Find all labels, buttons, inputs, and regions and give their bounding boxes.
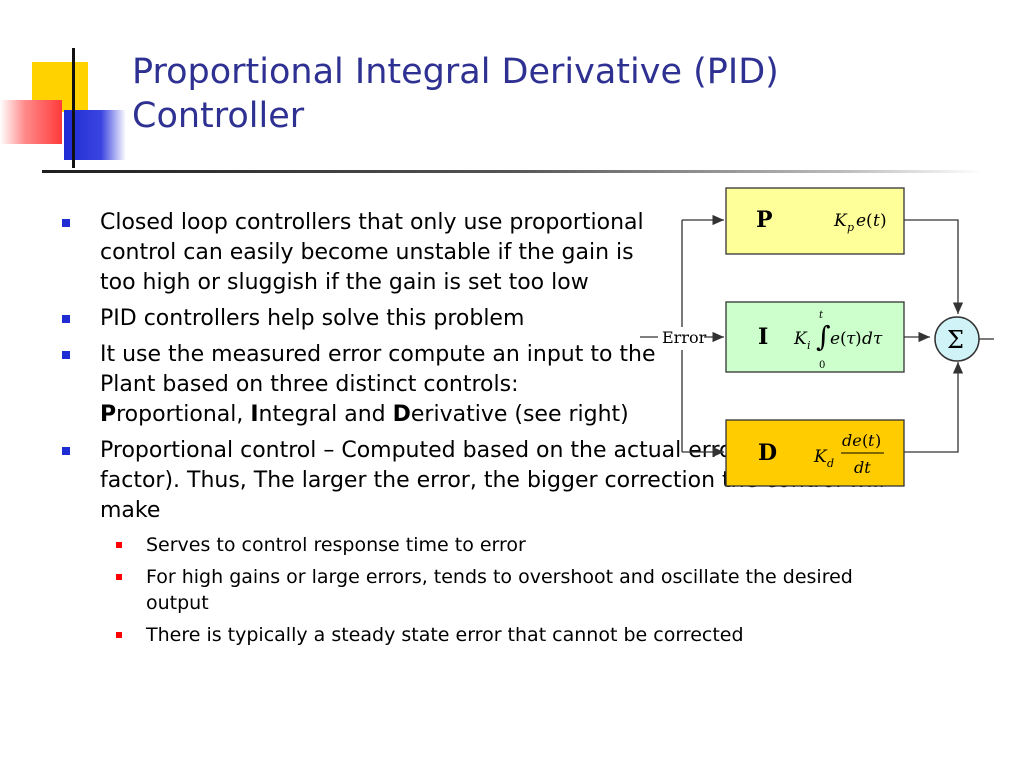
sub-bullet-text: For high gains or large errors, tends to…: [146, 566, 853, 614]
svg-text:K: K: [793, 329, 808, 349]
bullet-text: It use the measured error compute an inp…: [100, 342, 656, 397]
logo-vertical-line: [72, 48, 75, 168]
svg-text:p: p: [847, 221, 854, 234]
decorative-logo: [0, 48, 130, 168]
bullet-item: It use the measured error compute an inp…: [62, 340, 660, 430]
d-letter: D: [758, 440, 777, 466]
sigma-symbol: Σ: [947, 326, 964, 354]
arrow-p-to-sum: [904, 219, 964, 314]
bullet-marker: [62, 447, 70, 455]
svg-text:i: i: [807, 339, 811, 352]
bullet-text: Closed loop controllers that only use pr…: [100, 210, 644, 295]
bullet-marker: [62, 315, 70, 323]
arrow-d-to-sum: [904, 362, 964, 453]
title-line-1: Proportional Integral Derivative (PID): [132, 52, 779, 92]
sub-bullet-item: There is typically a steady state error …: [116, 622, 906, 648]
svg-text:): ): [855, 329, 862, 349]
svg-text:0: 0: [819, 360, 825, 371]
bullet-item: PID controllers help solve this problem: [62, 304, 660, 334]
p-block: [725, 187, 905, 255]
svg-text:(: (: [840, 329, 847, 349]
svg-text:(: (: [862, 431, 868, 450]
bullet-text-part: roportional,: [116, 402, 251, 427]
p-letter: P: [756, 207, 773, 233]
sub-bullet-text: There is typically a steady state error …: [146, 624, 744, 646]
svg-text:): ): [880, 211, 887, 231]
svg-text:τ: τ: [846, 329, 856, 349]
svg-text:t: t: [873, 211, 880, 231]
error-label: Error: [662, 328, 707, 347]
logo-red-bar: [0, 100, 62, 144]
bullet-marker: [62, 351, 70, 359]
svg-text:(: (: [866, 211, 873, 231]
bold-i: I: [250, 402, 259, 427]
svg-text:K: K: [813, 447, 828, 467]
svg-text:d: d: [827, 457, 834, 470]
title-line-2: Controller: [132, 96, 305, 136]
svg-text:∫: ∫: [816, 320, 831, 353]
svg-text:dt: dt: [854, 458, 871, 477]
sub-bullet-marker: [116, 632, 122, 638]
sub-bullet-item: For high gains or large errors, tends to…: [116, 564, 906, 616]
pid-block-diagram: Error P K p e ( t ) I K i ∫ t 0 e ( τ ) …: [640, 187, 994, 487]
sub-bullet-marker: [116, 542, 122, 548]
sub-bullet-marker: [116, 574, 122, 580]
i-block: [725, 301, 905, 373]
svg-text:K: K: [833, 211, 848, 231]
sub-bullet-text: Serves to control response time to error: [146, 534, 526, 556]
bullet-text-part: erivative (see right): [410, 402, 629, 427]
svg-text:e: e: [830, 329, 840, 349]
slide-title: Proportional Integral Derivative (PID) C…: [132, 50, 992, 138]
d-formula: K d de ( t ) dt: [813, 431, 884, 477]
svg-text:t: t: [868, 431, 875, 450]
bold-d: D: [392, 402, 411, 427]
bullet-item: Closed loop controllers that only use pr…: [62, 208, 660, 298]
bullet-text: PID controllers help solve this problem: [100, 306, 525, 331]
bold-p: P: [100, 402, 117, 427]
svg-text:e: e: [856, 211, 866, 231]
bullet-text-part: ntegral and: [258, 402, 393, 427]
i-formula: K i ∫ t 0 e ( τ ) dτ: [793, 310, 883, 371]
title-divider: [42, 170, 982, 173]
p-formula: K p e ( t ): [833, 211, 887, 234]
i-letter: I: [758, 324, 768, 350]
bullet-marker: [62, 219, 70, 227]
svg-text:): ): [875, 431, 881, 450]
svg-text:dτ: dτ: [862, 329, 883, 349]
sub-bullet-item: Serves to control response time to error: [116, 532, 906, 558]
svg-text:de: de: [842, 431, 862, 450]
svg-text:t: t: [819, 310, 824, 321]
